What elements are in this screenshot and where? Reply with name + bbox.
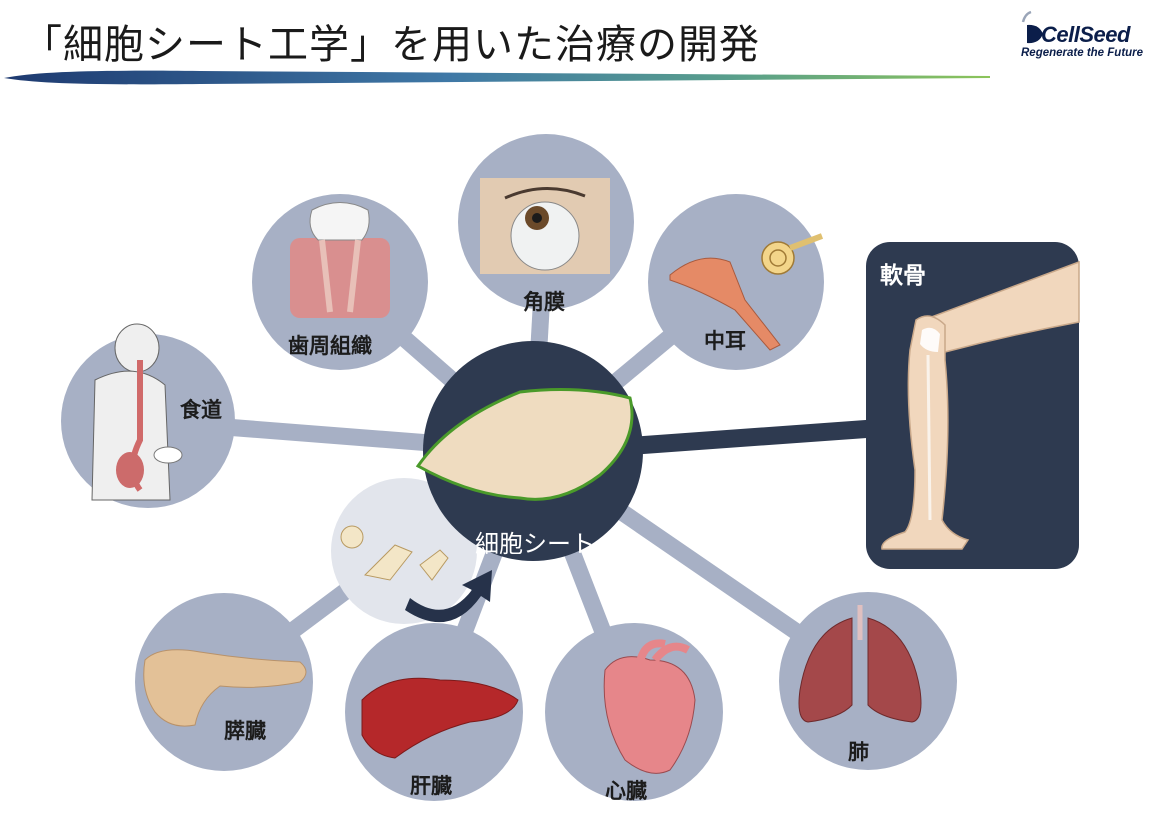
heart-icon xyxy=(603,639,696,774)
node-lung xyxy=(779,592,957,770)
node-periodontal xyxy=(252,194,428,370)
center-cell-sheet xyxy=(415,341,643,561)
eye-icon xyxy=(480,178,610,274)
label-middle-ear: 中耳 xyxy=(704,329,746,353)
page-title: 「細胞シート工学」を用いた治療の開発 xyxy=(22,22,760,68)
node-cornea xyxy=(458,134,634,310)
label-periodontal: 歯周組織 xyxy=(288,334,372,358)
cellseed-logo: CellSeed Regenerate the Future xyxy=(1011,8,1161,64)
label-liver: 肝臓 xyxy=(410,774,452,798)
node-esophagus xyxy=(61,323,235,508)
logo-name: CellSeed xyxy=(1041,22,1130,47)
label-pancreas: 膵臓 xyxy=(224,719,266,743)
label-esophagus: 食道 xyxy=(180,398,222,422)
tooth-icon xyxy=(290,202,390,318)
lung-icon xyxy=(798,605,922,723)
esophagus-icon xyxy=(91,323,183,501)
node-middle-ear xyxy=(648,194,824,370)
cartilage-panel xyxy=(866,242,1080,569)
arrow-icon xyxy=(405,570,492,623)
label-heart: 心臓 xyxy=(605,779,647,803)
cells-icon xyxy=(340,525,449,581)
node-heart xyxy=(545,623,723,801)
logo-tagline: Regenerate the Future xyxy=(1021,47,1144,59)
label-cornea: 角膜 xyxy=(523,290,565,314)
title-underline xyxy=(4,70,990,85)
label-cartilage: 軟骨 xyxy=(880,263,926,289)
cell-source-node xyxy=(331,478,477,624)
label-center: 細胞シート xyxy=(475,530,595,558)
node-pancreas xyxy=(135,593,313,771)
pancreas-icon xyxy=(143,649,307,727)
ear-icon xyxy=(669,233,824,351)
leg-illustration xyxy=(881,260,1080,550)
liver-icon xyxy=(361,677,519,759)
logo-mark-icon xyxy=(1021,10,1043,44)
label-lung: 肺 xyxy=(848,740,869,764)
node-liver xyxy=(345,623,523,801)
cell-sheet-icon xyxy=(415,388,634,501)
